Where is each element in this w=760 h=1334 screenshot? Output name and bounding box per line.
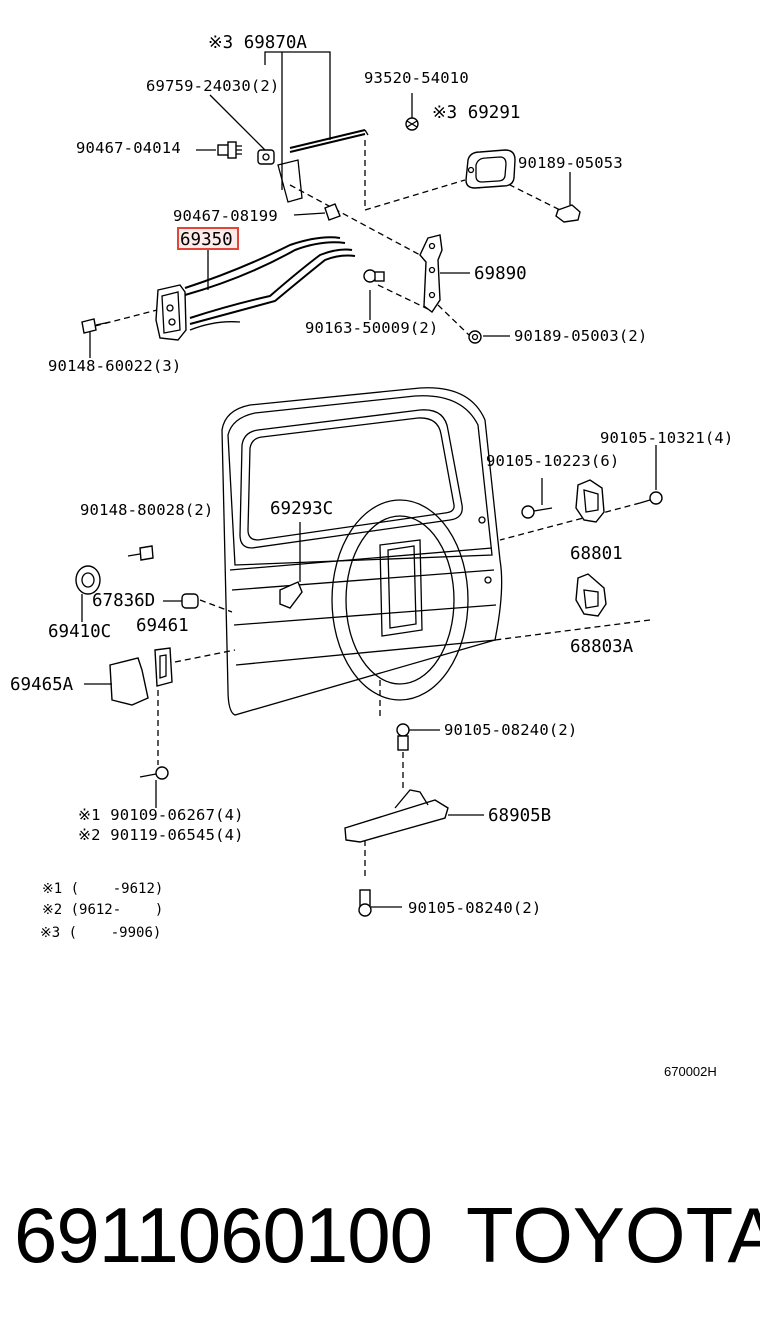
footer: 6911060100 TOYOTA [0, 1180, 760, 1290]
labels: ※3 69870A 69759-24030(2) 93520-54010 ※3 … [10, 33, 733, 917]
bolt-90105-08240b-icon [358, 889, 402, 917]
label-90467-08199: 90467-08199 [173, 207, 278, 225]
screw-90148-80028-icon [127, 545, 154, 561]
brand-name: TOYOTA [466, 1191, 760, 1279]
label-90163: 90163-50009(2) [305, 319, 438, 337]
hinge-68803A-icon [575, 573, 607, 617]
label-69465A: 69465A [10, 675, 74, 695]
hinge-68801-icon [575, 479, 605, 523]
label-90148-60022: 90148-60022(3) [48, 357, 181, 375]
highlight-box-69350 [177, 227, 239, 250]
label-90467-04014: 90467-04014 [76, 139, 181, 157]
label-90105-08240-lower: 90105-08240(2) [408, 899, 541, 917]
label-90105-08240-upper: 90105-08240(2) [444, 721, 577, 739]
note-3: ※3 ( -9906) [40, 925, 161, 941]
wedge-69465A-icon [84, 657, 149, 706]
note-2: ※2 (9612- ) [42, 902, 163, 918]
label-69293C: 69293C [270, 499, 333, 519]
label-69410C: 69410C [48, 622, 111, 642]
nut-90189-05003-icon [468, 330, 482, 344]
control-69890-icon [419, 234, 443, 314]
cushion-67836D-icon [163, 593, 199, 609]
label-68905B: 68905B [488, 806, 551, 826]
label-90105-10321: 90105-10321(4) [600, 429, 733, 447]
label-69870A: ※3 69870A [208, 33, 307, 53]
rod-69870A [277, 129, 369, 203]
leader-lines-top [89, 51, 571, 358]
clip-69759-icon [257, 149, 275, 165]
label-93520: 93520-54010 [364, 69, 469, 87]
dashed-guides-lower [157, 502, 651, 880]
note-1: ※1 ( -9612) [42, 881, 163, 897]
bumper-69410C-icon [75, 565, 101, 622]
bolt-90105-10223-icon [521, 478, 553, 519]
label-69759: 69759-24030(2) [146, 77, 279, 95]
screw-90148-60022-icon [81, 318, 111, 334]
applicability-notes: ※1 ( -9612) ※2 (9612- ) ※3 ( -9906) [40, 881, 163, 941]
label-90119: ※2 90119-06545(4) [78, 826, 244, 844]
bolt-90105-08240a-icon [396, 723, 440, 751]
label-68801: 68801 [570, 544, 623, 564]
clip-90467-08199-icon [324, 203, 341, 221]
striker-69461-icon [154, 647, 173, 687]
plate-68905B-icon [344, 789, 484, 843]
label-90148-80028: 90148-80028(2) [80, 501, 213, 519]
label-69890: 69890 [474, 264, 527, 284]
label-90189-05003: 90189-05003(2) [514, 327, 647, 345]
diagram-code: 670002H [664, 1064, 717, 1079]
label-68803A: 68803A [570, 637, 634, 657]
label-69350: 69350 [180, 230, 233, 250]
label-67836D: 67836D [92, 591, 155, 611]
lock-assembly-69350 [155, 236, 356, 341]
screw-93520-icon [405, 117, 419, 131]
label-90189-05053: 90189-05053 [518, 154, 623, 172]
handle-69291-icon [465, 149, 516, 189]
back-door-panel [221, 387, 503, 716]
parts-diagram: ※3 69870A 69759-24030(2) 93520-54010 ※3 … [10, 33, 733, 1079]
label-90105-10223: 90105-10223(6) [486, 452, 619, 470]
bolt-90105-10321-icon [639, 445, 663, 505]
label-69461: 69461 [136, 616, 189, 636]
label-69291: ※3 69291 [432, 103, 520, 123]
bolt-90109-icon [139, 766, 169, 808]
nut-90189-05053-icon [555, 204, 581, 223]
bracket-69293C-icon [279, 522, 303, 609]
part-number: 6911060100 [14, 1191, 433, 1279]
label-90109: ※1 90109-06267(4) [78, 806, 244, 824]
bolt-90467-04014-icon [217, 141, 242, 159]
bolt-90163-icon [363, 269, 385, 283]
